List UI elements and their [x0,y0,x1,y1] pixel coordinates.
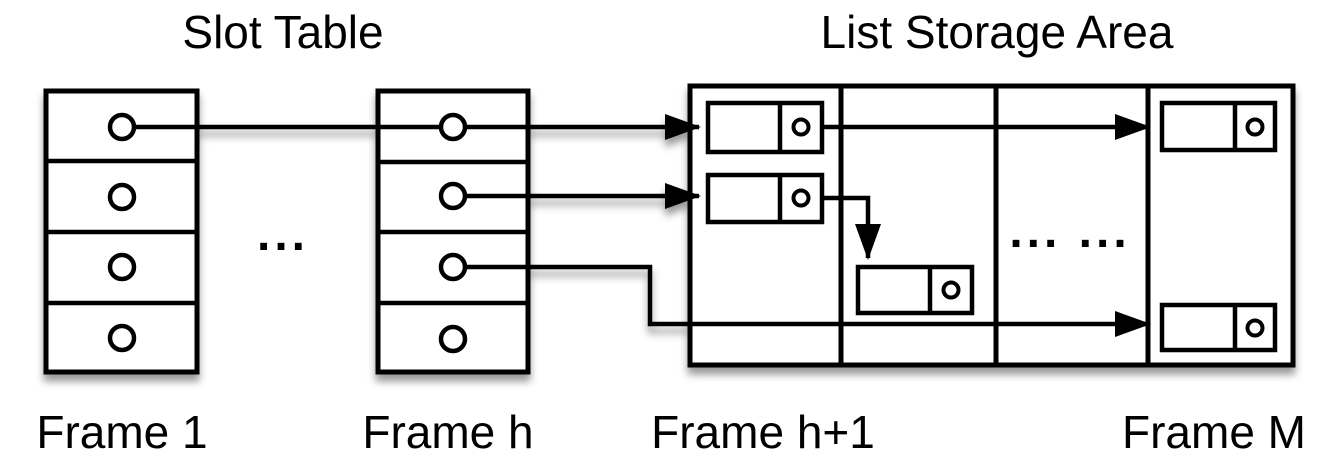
frameh-slot4-circle [438,324,468,354]
list-node-frameM-bottom [1159,302,1278,353]
node-pointer-circle [1245,318,1265,338]
frame1-slot3-circle [107,252,137,282]
text-layer: Slot Table List Storage Area ... ... ...… [36,6,1306,458]
slot-table-title: Slot Table [182,6,383,58]
pointer-wires [134,114,1151,337]
pointer-arrow-node2-down-to-node3 [810,195,881,260]
node-pointer-circle [791,188,811,208]
frame-h-plus-1-label: Frame h+1 [651,406,875,458]
frame-h-label: Frame h [362,406,533,458]
frameh-slot1-circle [438,112,468,142]
frame1-slot4-circle [107,323,137,353]
node-pointer-circle [941,280,961,300]
pointer-arrow-frameh-slot3-to-frameM-bottom-node [466,264,1151,337]
list-storage-area-title: List Storage Area [821,6,1174,58]
frame1-slot2-circle [107,182,137,212]
list-node-3 [855,264,975,316]
list-node-frameM-top [1159,100,1278,153]
frame1-slot1-circle [107,112,137,142]
node-pointer-circle [1245,117,1265,137]
frameh-slot3-circle [438,252,468,282]
slot-pointer-circles [107,112,468,354]
list-node-1 [705,100,825,155]
ellipsis-within-storage: ... ... [1009,205,1130,258]
list-node-2 [705,172,825,225]
frame-1-label: Frame 1 [36,406,207,458]
node-pointer-circle [791,117,811,137]
ellipsis-between-frames: ... [257,208,309,261]
frameh-slot2-circle [438,181,468,211]
frame-M-label: Frame M [1122,406,1306,458]
node-box [705,172,825,225]
